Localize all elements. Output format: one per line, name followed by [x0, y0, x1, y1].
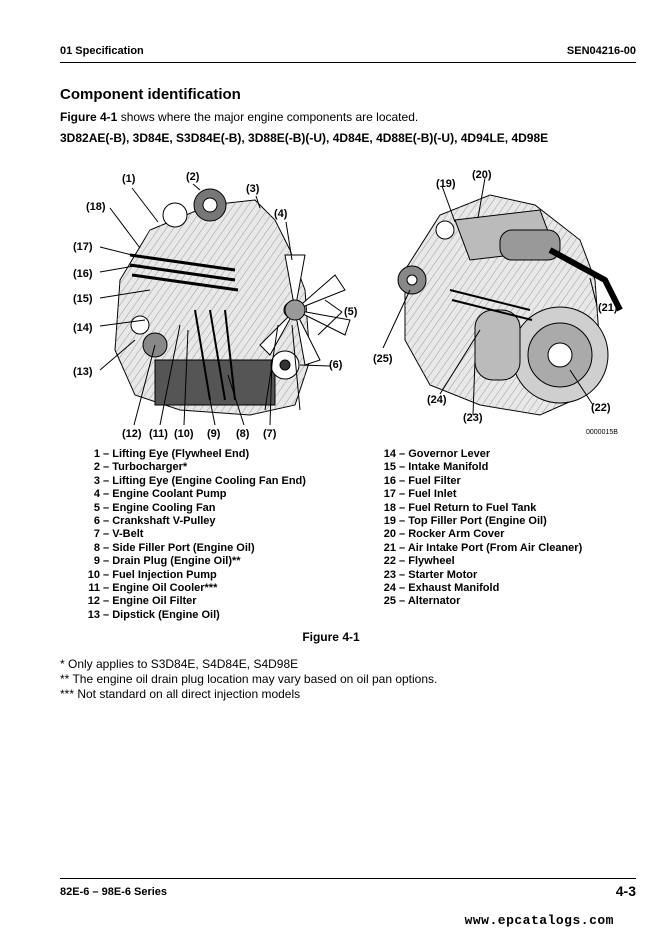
intro-text: Figure 4-1 shows where the major engine … [60, 110, 418, 124]
legend-item: 5 – Engine Cooling Fan [93, 501, 216, 514]
callout-10: (10) [174, 428, 194, 440]
callout-13: (13) [73, 366, 93, 378]
legend-item: 4 – Engine Coolant Pump [93, 488, 227, 501]
callout-17: (17) [73, 241, 93, 253]
page-number: 4-3 [615, 883, 636, 899]
callout-21: (21) [598, 302, 618, 314]
callout-14: (14) [73, 322, 93, 334]
callout-4: (4) [274, 208, 288, 220]
footnote-3: *** Not standard on all direct injection… [60, 687, 301, 701]
figure-code: 0000015B [586, 429, 618, 436]
legend-item: 17 – Fuel Inlet [383, 488, 457, 501]
footer-series: 82E-6 – 98E-6 Series [60, 886, 168, 898]
callout-22: (22) [591, 402, 611, 414]
watermark-url[interactable]: www.epcatalogs.com [464, 913, 614, 928]
callout-18: (18) [86, 201, 106, 213]
callout-23: (23) [463, 412, 483, 424]
legend-item: 6 – Crankshaft V-Pulley [93, 515, 216, 528]
legend-item: 1 – Lifting Eye (Flywheel End) [93, 448, 250, 460]
callout-6: (6) [329, 359, 343, 371]
callout-3: (3) [246, 183, 260, 195]
callout-7: (7) [263, 428, 277, 440]
legend-item: 8 – Side Filler Port (Engine Oil) [93, 541, 255, 554]
legend-right: 14 – Governor Lever 15 – Intake Manifold… [380, 448, 582, 609]
legend-item: 12 – Engine Oil Filter [87, 595, 197, 608]
legend-item: 7 – V-Belt [93, 528, 144, 541]
callout-19: (19) [436, 178, 456, 190]
legend-item: 9 – Drain Plug (Engine Oil)** [93, 555, 241, 568]
callout-8: (8) [236, 428, 250, 440]
callout-5: (5) [344, 306, 358, 318]
page-title: Component identification [60, 86, 241, 103]
legend-item: 21 – Air Intake Port (From Air Cleaner) [383, 541, 583, 554]
legend-item: 18 – Fuel Return to Fuel Tank [383, 501, 537, 514]
header-divider [60, 62, 636, 63]
footer-divider [60, 878, 636, 879]
legend-item: 19 – Top Filler Port (Engine Oil) [383, 515, 547, 528]
legend-item: 13 – Dipstick (Engine Oil) [87, 608, 220, 621]
legend-item: 24 – Exhaust Manifold [383, 582, 500, 595]
right-engine-drawing [397, 194, 623, 416]
footnote-2: ** The engine oil drain plug location ma… [60, 672, 438, 686]
legend-item: 2 – Turbocharger* [93, 461, 188, 474]
callout-9: (9) [207, 428, 221, 440]
figure-caption: Figure 4-1 [302, 630, 360, 644]
footnote-1: * Only applies to S3D84E, S4D84E, S4D98E [60, 657, 299, 671]
legend-item: 10 – Fuel Injection Pump [87, 568, 217, 581]
figure-reference[interactable]: Figure 4-1 [60, 110, 118, 124]
legend-item: 25 – Alternator [383, 595, 461, 608]
section-title: 01 Specification [60, 45, 144, 57]
callout-1: (1) [122, 173, 136, 185]
callout-20: (20) [472, 169, 492, 181]
intro-sentence: shows where the major engine components … [117, 110, 419, 124]
callout-11: (11) [149, 428, 168, 440]
legend-item: 11 – Engine Oil Cooler*** [88, 582, 218, 595]
leader-lines [99, 177, 598, 426]
legend-item: 14 – Governor Lever [383, 448, 491, 460]
legend-item: 3 – Lifting Eye (Engine Cooling Fan End) [93, 474, 306, 487]
legend-item: 15 – Intake Manifold [383, 461, 489, 474]
engine-figure: (1) (2) (3) (4) (5) (6) (7) (8) (9) (10)… [60, 160, 630, 450]
legend-left: 1 – Lifting Eye (Flywheel End) 2 – Turbo… [84, 448, 306, 622]
legend-item: 23 – Starter Motor [383, 568, 478, 581]
callout-16: (16) [73, 268, 93, 280]
engine-models: 3D82AE(-B), 3D84E, S3D84E(-B), 3D88E(-B)… [60, 131, 549, 145]
callout-2: (2) [186, 171, 200, 183]
callout-15: (15) [73, 293, 93, 305]
callout-12: (12) [122, 428, 142, 440]
callout-25: (25) [373, 353, 393, 365]
callout-24: (24) [427, 394, 447, 406]
page-header: 01 Specification SEN04216-00 [60, 45, 636, 61]
legend-item: 22 – Flywheel [383, 555, 455, 568]
left-engine-drawing [114, 188, 351, 416]
engine-illustration [99, 177, 623, 426]
legend-item: 20 – Rocker Arm Cover [383, 528, 505, 541]
legend-item: 16 – Fuel Filter [383, 474, 461, 487]
document-code: SEN04216-00 [566, 45, 636, 57]
